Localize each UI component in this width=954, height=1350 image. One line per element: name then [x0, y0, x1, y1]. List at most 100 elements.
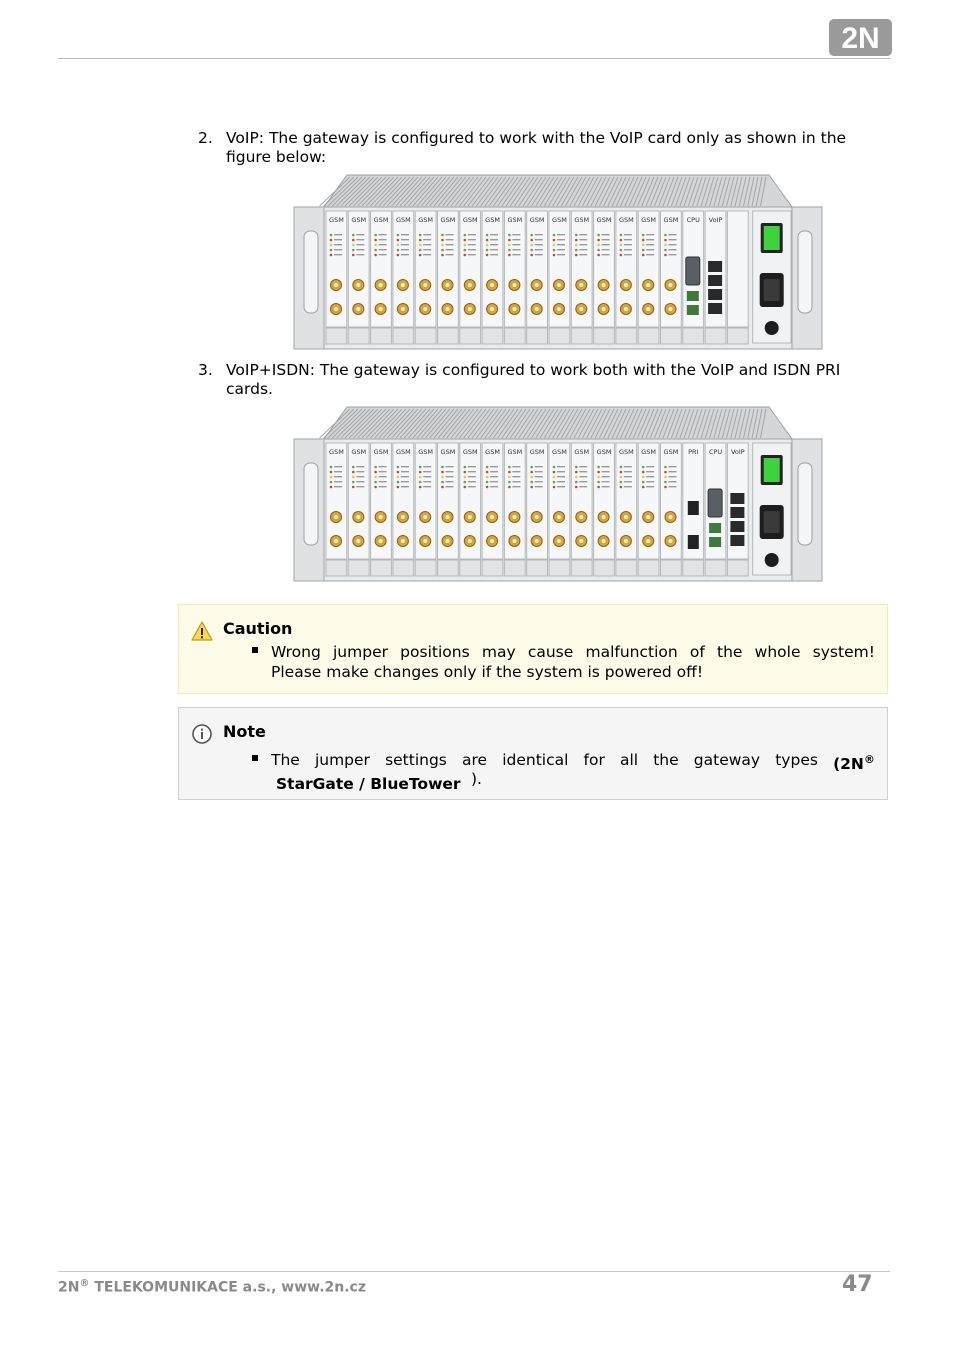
led-caption [423, 249, 432, 251]
connector-pin [579, 539, 584, 543]
connector-pin [534, 283, 539, 287]
word: positions [400, 643, 470, 661]
footer-company: TELEKOMUNIKACE a.s., www.2n.cz [94, 1279, 366, 1296]
vent-slot [370, 408, 399, 439]
status-led [664, 243, 667, 247]
status-led [374, 253, 377, 257]
status-led [485, 243, 489, 247]
vent-slot [687, 176, 699, 207]
status-led [352, 475, 355, 479]
status-led [575, 475, 578, 479]
status-led [641, 485, 645, 489]
vent-slot [459, 408, 483, 439]
vent-slot [721, 176, 731, 207]
status-led [374, 243, 377, 247]
led-caption [579, 244, 588, 246]
status-led [619, 475, 623, 479]
vent-slot [365, 408, 395, 439]
status-led [441, 253, 444, 257]
led-caption [534, 486, 543, 488]
led-caption [423, 244, 432, 246]
status-led [552, 233, 556, 237]
status-led [441, 470, 444, 474]
vent-slot [535, 408, 555, 439]
led-caption [534, 471, 543, 473]
slot-bottom-tab [370, 559, 392, 577]
led-caption [623, 466, 632, 468]
vent-slot [649, 176, 663, 207]
status-led [530, 238, 533, 242]
status-led [463, 465, 467, 469]
vent-slot [594, 176, 611, 207]
bullet-marker [252, 755, 258, 761]
connector-pin [623, 539, 628, 543]
connector-pin [423, 539, 428, 543]
led-caption [623, 476, 632, 478]
status-led [508, 248, 511, 252]
word: of [689, 643, 705, 661]
slot-bottom-tab [704, 327, 727, 345]
status-led [664, 238, 667, 242]
status-led [396, 248, 400, 252]
vent-slot [408, 408, 435, 439]
vent-slot [370, 176, 399, 207]
led-caption [423, 476, 432, 478]
status-led [508, 465, 511, 469]
led-caption [378, 471, 387, 473]
vent-slot [649, 408, 663, 439]
bullet-marker [252, 647, 258, 653]
status-led [530, 470, 533, 474]
vent-slot [713, 408, 723, 439]
led-caption [334, 481, 342, 483]
vent-slot [442, 408, 467, 439]
list-text: VoIP: The gateway is configured to work … [226, 129, 847, 166]
slot-label: GSM [463, 216, 478, 224]
vent-slot [573, 176, 591, 207]
status-led [418, 243, 422, 247]
status-led [374, 470, 377, 474]
vent-slot [654, 408, 667, 439]
word: Wrong [271, 643, 321, 661]
led-caption [400, 234, 409, 236]
led-caption [445, 254, 454, 256]
status-led [530, 480, 533, 484]
vent-slot [531, 176, 551, 207]
connector-pin [490, 515, 495, 519]
vent-slot [484, 408, 507, 439]
led-caption [512, 234, 521, 236]
led-caption [356, 466, 365, 468]
status-led [352, 465, 355, 469]
led-caption [378, 254, 387, 256]
led-caption [646, 466, 655, 468]
status-led [508, 238, 511, 242]
connector-pin [356, 307, 361, 311]
led-caption [445, 471, 454, 473]
vent-slot [645, 408, 659, 439]
vent-slot [522, 408, 543, 439]
led-caption [579, 471, 588, 473]
brand-logo: 2N [829, 19, 892, 56]
status-led [329, 238, 333, 242]
vent-slot [738, 176, 747, 207]
status-led [664, 480, 667, 484]
slot-label: GSM [619, 216, 634, 224]
status-led [597, 480, 600, 484]
vent-slot [357, 408, 387, 439]
status-led [508, 470, 511, 474]
vent-slot [412, 176, 439, 207]
status-led [485, 233, 489, 237]
word: identical [502, 751, 569, 769]
vent-slot [526, 408, 547, 439]
led-caption [668, 244, 677, 246]
slot-label: CPU [709, 448, 722, 456]
status-led [441, 233, 444, 237]
status-led [463, 233, 467, 237]
slot-label: GSM [418, 216, 433, 224]
slot-bottom-tab [726, 327, 749, 345]
slot-bottom-tab [682, 327, 705, 345]
vent-slot [348, 408, 379, 439]
vent-slot [751, 408, 759, 439]
status-led [664, 233, 667, 237]
